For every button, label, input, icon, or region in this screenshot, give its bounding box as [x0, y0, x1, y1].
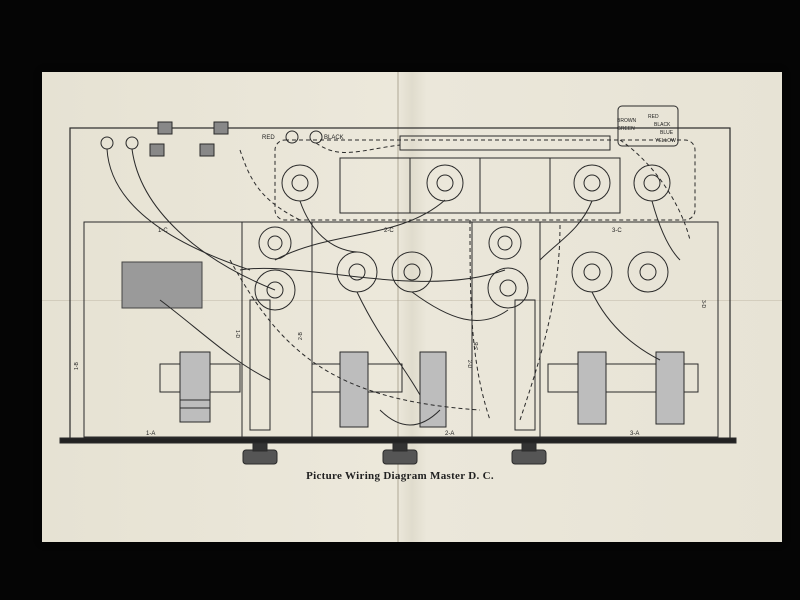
label-red2: RED — [648, 114, 659, 120]
label-3b: 3-B — [474, 342, 480, 350]
socket-mid-5 — [488, 226, 522, 260]
knob-2 — [382, 442, 418, 465]
label-1d: 1-D — [234, 330, 240, 338]
section-2c — [311, 221, 473, 438]
label-1b: 1-B — [74, 362, 80, 370]
socket-top-3 — [573, 164, 611, 202]
label-2d: 2-D — [466, 360, 472, 368]
section-left-mid — [241, 221, 313, 438]
socket-mid-7 — [571, 251, 613, 293]
left-post — [249, 299, 271, 431]
label-3d: 3-D — [700, 300, 706, 308]
switch-plate-3 — [149, 143, 165, 157]
label-3c: 3-C — [612, 228, 622, 234]
horizontal-fold-crease — [42, 300, 782, 301]
coil-1 — [159, 351, 241, 423]
coil-3 — [547, 351, 699, 425]
label-1c: 1-C — [158, 228, 168, 234]
diagram-caption: Picture Wiring Diagram Master D. C. — [306, 470, 494, 482]
switch-plate-2 — [213, 121, 229, 135]
label-2b: 2-B — [298, 332, 304, 340]
socket-mid-8 — [627, 251, 669, 293]
section-mid — [471, 221, 541, 438]
label-green: GREEN — [617, 126, 635, 132]
top-cell-1 — [339, 157, 411, 214]
section-1c — [83, 221, 243, 438]
label-black: BLACK — [324, 135, 344, 141]
socket-mid-1 — [258, 226, 292, 260]
knob-1 — [242, 442, 278, 465]
label-blue: BLUE — [660, 130, 674, 136]
socket-top-1 — [281, 164, 319, 202]
center-post — [514, 299, 536, 431]
label-yellow: YELLOW — [655, 138, 676, 144]
socket-mid-2 — [254, 269, 296, 311]
bottom-rail — [59, 437, 737, 444]
top-panel — [274, 139, 696, 221]
coil-2 — [311, 351, 447, 428]
vertical-fold-crease — [397, 72, 399, 542]
top-resistor-strip — [399, 135, 611, 151]
socket-mid-4 — [391, 251, 433, 293]
top-cell-4 — [549, 157, 621, 214]
knob-3 — [511, 442, 547, 465]
switch-plate-4 — [199, 143, 215, 157]
label-1a: 1-A — [146, 431, 155, 437]
socket-mid-3 — [336, 251, 378, 293]
socket-mid-6 — [487, 267, 529, 309]
socket-top-4 — [633, 164, 671, 202]
section-3c — [539, 221, 719, 438]
label-red: RED — [262, 135, 275, 141]
label-brown: BROWN — [617, 118, 637, 124]
label-2c: 2-C — [384, 228, 394, 234]
transformer-block — [121, 261, 203, 309]
terminal-block — [617, 105, 679, 147]
label-2a: 2-A — [445, 431, 454, 437]
socket-top-2 — [426, 164, 464, 202]
top-cell-2 — [409, 157, 481, 214]
switch-plate-1 — [157, 121, 173, 135]
label-3a: 3-A — [630, 431, 639, 437]
top-cell-3 — [479, 157, 551, 214]
label-black2: BLACK — [654, 122, 671, 128]
